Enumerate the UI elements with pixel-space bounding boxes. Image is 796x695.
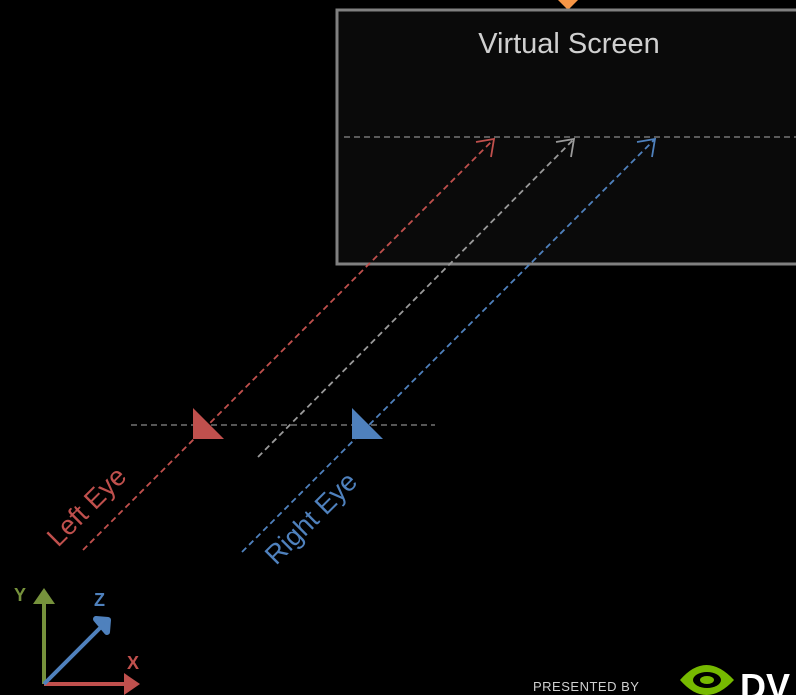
axis-z-line [42,626,102,686]
axis-x-arrowhead-icon [124,673,140,695]
left-eye-ray-arrowhead-icon [475,137,496,158]
right-eye-ray-arrowhead-icon [636,137,657,158]
top-marker-icon [558,0,578,10]
right-eye-icon [352,408,383,439]
right-eye-label: Right Eye [259,466,363,570]
center-ray [257,138,575,458]
left-eye-icon [193,408,224,439]
left-eye-label: Left Eye [41,461,132,552]
axis-x-label: X [127,653,139,673]
axis-z-label: Z [94,590,105,610]
virtual-screen-label: Virtual Screen [478,28,660,60]
logo-text: DV [740,666,790,695]
axis-z-arrowhead-icon [93,616,111,635]
center-ray-arrowhead-icon [555,137,576,158]
nvidia-eye-logo-icon [680,665,734,695]
right-eye-ray [241,138,656,553]
left-eye-ray [82,138,495,551]
axis-y-arrowhead-icon [33,588,55,604]
axis-y-label: Y [14,585,26,605]
presented-by-text: PRESENTED BY [533,679,639,694]
